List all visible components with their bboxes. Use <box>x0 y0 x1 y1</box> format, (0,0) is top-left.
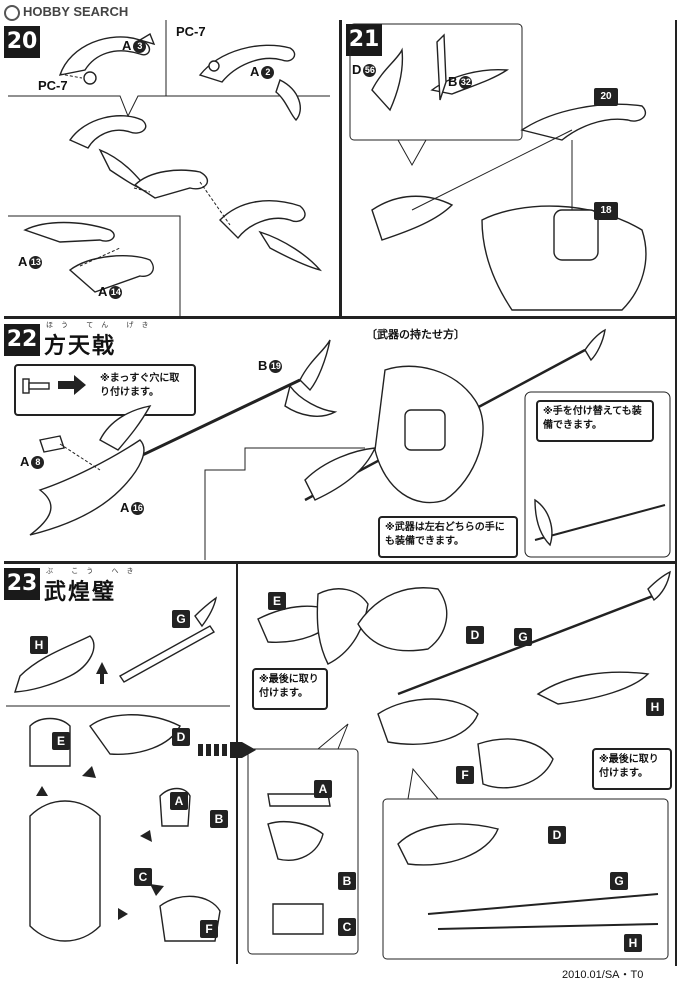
arrow-right-icon <box>58 375 87 395</box>
step-23-arrow-strip <box>198 738 258 766</box>
step-22-note-straight: ※まっすぐ穴に取り付けます。 <box>14 364 196 416</box>
step-23-tag-e-right: E <box>268 592 286 610</box>
rule-col-23 <box>236 564 238 964</box>
step-22-number: 22 <box>4 324 40 356</box>
step-20-label-pc7-right: PC-7 <box>176 24 206 39</box>
step-22-ruby: ほう てん げき <box>46 321 157 329</box>
step-22-note-straight-text: ※まっすぐ穴に取り付けます。 <box>100 373 180 398</box>
step-22-note-swap-hand: ※手を付け替えても装備できます。 <box>536 400 654 442</box>
step-23-tag-d-right: D <box>466 626 484 644</box>
step-23-tag-a-inset: A <box>314 780 332 798</box>
step-23-tag-h-inset: H <box>624 934 642 952</box>
rule-right-edge <box>675 20 677 966</box>
arrow-right-icon <box>198 742 256 758</box>
step-21-ref-18: 18 <box>594 202 618 220</box>
step-23-number: 23 <box>4 568 40 600</box>
step-23-tag-h-left: H <box>30 636 48 654</box>
step-22-how-to-hold: 〔武器の持たせ方〕 <box>366 328 465 341</box>
step-23-tag-b-inset: B <box>338 872 356 890</box>
step-23-tag-g-inset: G <box>610 872 628 890</box>
step-21-number: 21 <box>346 24 382 56</box>
step-23-tag-g-right: G <box>514 628 532 646</box>
step-22-title: 方天戟 <box>44 333 117 359</box>
step-20-diagram <box>8 20 330 316</box>
footer-code: 2010.01/SA・T0 <box>562 969 644 981</box>
step-23-tag-d-left: D <box>172 728 190 746</box>
step-23-note-last-1: ※最後に取り付けます。 <box>252 668 328 710</box>
step-22-note-both-hands: ※武器は左右どちらの手にも装備できます。 <box>378 516 518 558</box>
step-23-note-last-2: ※最後に取り付けます。 <box>592 748 672 790</box>
step-22-peg-icon <box>22 378 50 394</box>
step-23-tag-h-right: H <box>646 698 664 716</box>
step-23-tag-a-left: A <box>170 792 188 810</box>
rule-col-20-21 <box>339 20 342 316</box>
step-20-label-pc7-left: PC-7 <box>38 78 68 93</box>
step-22-weapon-diagram <box>29 339 338 536</box>
step-23-title: 武煌璧 <box>44 579 117 605</box>
step-23-tag-c-inset: C <box>338 918 356 936</box>
step-23-tag-g-left: G <box>172 610 190 628</box>
step-23-tag-c-left: C <box>134 868 152 886</box>
step-20-number: 20 <box>4 26 40 58</box>
step-22-hold-diagram <box>204 328 671 560</box>
rule-row1-bottom <box>4 316 676 319</box>
step-23-tag-f-left: F <box>200 920 218 938</box>
step-23-tag-b-left: B <box>210 810 228 828</box>
step-23-left-diagram <box>6 596 230 942</box>
step-21-diagram <box>349 23 647 311</box>
watermark-logo-icon <box>4 4 20 21</box>
step-21-ref-20: 20 <box>594 88 618 106</box>
step-23-tag-d-inset: D <box>548 826 566 844</box>
step-23-right-diagram <box>247 570 671 960</box>
step-23-tag-e-left: E <box>52 732 70 750</box>
watermark: HOBBY SEARCH <box>4 4 128 21</box>
rule-row2-bottom <box>4 561 676 564</box>
step-23-ruby: ぶ こう へき <box>46 567 142 575</box>
step-23-tag-f-right: F <box>456 766 474 784</box>
watermark-text: HOBBY SEARCH <box>23 4 129 19</box>
